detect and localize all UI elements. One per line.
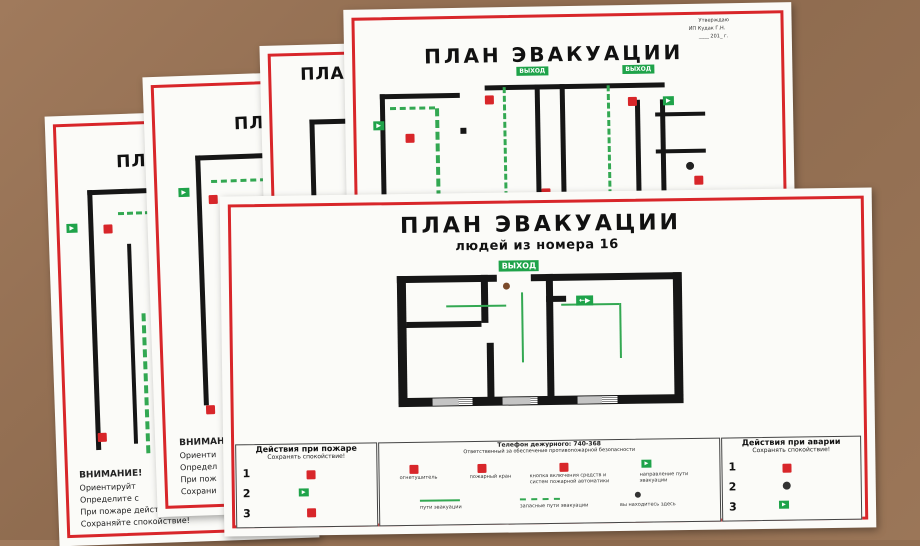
legend-item: вы находитесь здесь	[619, 501, 676, 509]
exit-sign: ▶	[662, 96, 674, 106]
exit-sign: ВЫХОД	[516, 66, 549, 76]
you-are-here-icon	[634, 491, 641, 498]
evacuation-plan-sheet-front: ПЛАН ЭВАКУАЦИИ людей из номера 16 ВЫХОД …	[219, 187, 877, 537]
exit-sign: ВЫХОД	[498, 260, 540, 272]
legend-item: запасные пути эвакуации	[519, 502, 589, 510]
legend-item: пожарный кран	[469, 473, 512, 481]
step-number: 3	[242, 507, 251, 521]
you-are-here-icon	[685, 161, 695, 170]
warning-line: При пож	[180, 474, 217, 485]
warning-line: Определ	[179, 462, 218, 473]
legend-item: кнопка включения средств и систем пожарн…	[529, 472, 610, 486]
page-title: ПЛАН ЭВАКУАЦИИ	[399, 210, 682, 240]
exit-sign: ▶	[641, 459, 652, 468]
fire-extinguisher-icon	[205, 405, 216, 415]
fire-extinguisher-icon	[405, 133, 415, 143]
phone-icon	[306, 470, 316, 480]
legend-item: направление пути эвакуации	[639, 471, 689, 484]
approval-text: Утверждаю	[698, 17, 729, 24]
warning-line: ВНИМАН	[179, 436, 225, 449]
warning-line: Ориенти	[179, 450, 217, 461]
phone-icon	[782, 463, 792, 473]
fire-hydrant-icon	[477, 463, 487, 473]
approval-text: ИП Кудак Г.Н.	[688, 25, 726, 32]
legend-panel: Телефон дежурного: 740-368 Ответственный…	[378, 437, 722, 527]
step-number: 1	[728, 460, 737, 474]
legend-item: пути эвакуации	[419, 504, 462, 511]
fire-extinguisher-icon	[97, 432, 107, 443]
fire-actions-panel: Действия при пожаре Сохранять спокойстви…	[235, 442, 379, 529]
warning-line: Сохрани	[180, 486, 217, 497]
step-number: 1	[242, 467, 251, 481]
step-number: 2	[728, 480, 737, 494]
fire-extinguisher-icon	[409, 464, 419, 474]
fire-extinguisher-icon	[307, 508, 317, 518]
exit-arrow-sign: ←▶	[576, 295, 594, 306]
page-subtitle: людей из номера 16	[455, 237, 619, 255]
you-are-here-icon	[502, 282, 510, 290]
fire-extinguisher-icon	[627, 96, 638, 106]
exit-sign: ▶	[298, 488, 309, 497]
evacuation-plan-sheet-back-4: Утверждаю ИП Кудак Г.Н. ____ 201_ г. ПЛА…	[343, 2, 795, 210]
accident-actions-panel: Действия при аварии Сохранять спокойстви…	[721, 435, 863, 522]
fire-extinguisher-icon	[103, 224, 113, 234]
step-number: 3	[728, 500, 737, 514]
fire-extinguisher-icon	[208, 194, 218, 205]
you-are-here-icon	[782, 481, 791, 490]
exit-sign: ▶	[373, 121, 385, 131]
alarm-button-icon	[559, 462, 569, 472]
exit-sign: ▶	[178, 187, 190, 198]
fire-extinguisher-icon	[484, 95, 494, 105]
exit-sign: ▶	[66, 223, 78, 233]
fire-extinguisher-icon	[694, 175, 704, 185]
approval-text: ____ 201_ г.	[698, 33, 729, 40]
legend-item: огнетушитель	[399, 474, 438, 482]
exit-sign: ВЫХОД	[622, 64, 655, 75]
step-number: 2	[242, 487, 251, 501]
exit-sign: ▶	[778, 500, 789, 509]
